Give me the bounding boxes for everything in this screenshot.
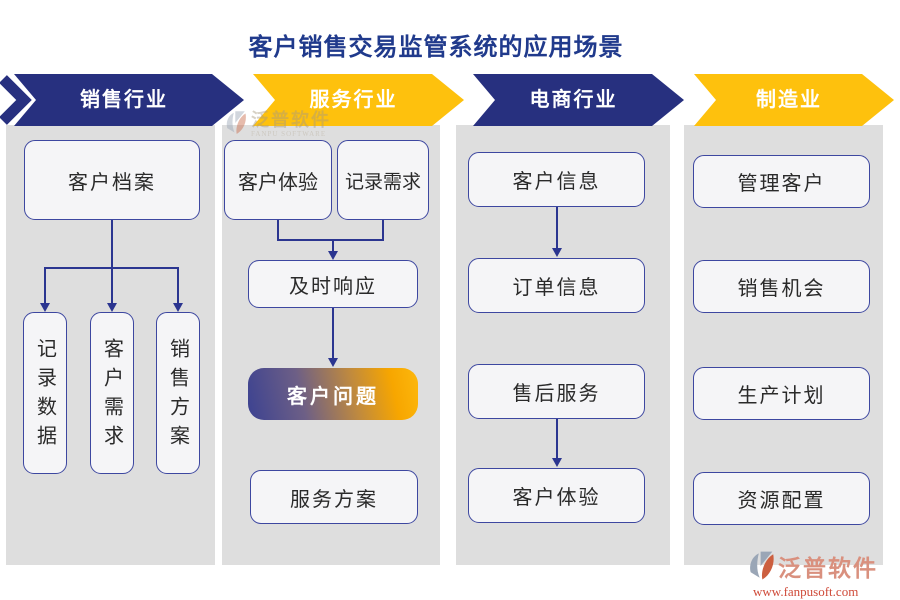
banner-label-manufacturing: 制造业 bbox=[756, 89, 822, 111]
banner-arrows bbox=[0, 74, 894, 126]
node-order-info: 订单信息 bbox=[468, 258, 645, 313]
banner-sales-shape bbox=[14, 74, 244, 126]
banner-ecommerce-shape bbox=[473, 74, 684, 126]
node-customer-problem: 客户问题 bbox=[248, 368, 418, 420]
banner-label-ecommerce: 电商行业 bbox=[529, 89, 618, 111]
page-title: 客户销售交易监管系统的应用场景 bbox=[248, 35, 624, 61]
node-customer-file: 客户档案 bbox=[24, 140, 200, 220]
fanpu-logo-url: www.fanpusoft.com bbox=[753, 584, 859, 599]
fanpu-logo: 泛普软件 www.fanpusoft.com bbox=[748, 549, 878, 600]
node-production-plan: 生产计划 bbox=[693, 367, 870, 420]
node-after-sale-service: 售后服务 bbox=[468, 364, 645, 419]
node-timely-response: 及时响应 bbox=[248, 260, 418, 308]
node-resource-allocation: 资源配置 bbox=[693, 472, 870, 525]
fanpu-logo-name: 泛普软件 bbox=[778, 556, 878, 581]
node-service-plan: 服务方案 bbox=[250, 470, 418, 524]
banner-manufacturing-shape bbox=[694, 74, 894, 126]
banner-label-service: 服务行业 bbox=[309, 89, 398, 111]
banner-service-shape bbox=[253, 74, 464, 126]
node-sales-opportunity: 销售机会 bbox=[693, 260, 870, 313]
node-customer-info: 客户信息 bbox=[468, 152, 645, 207]
node-manage-customer: 管理客户 bbox=[693, 155, 870, 208]
banner-label-sales: 销售行业 bbox=[80, 89, 168, 111]
node-customer-demand: 客户需求 bbox=[90, 312, 134, 474]
node-sales-plan: 销售方案 bbox=[156, 312, 200, 474]
fanpu-logo-icon bbox=[750, 551, 774, 580]
node-customer-experience-ecommerce: 客户体验 bbox=[468, 468, 645, 523]
node-customer-experience-service: 客户体验 bbox=[224, 140, 332, 220]
banner-sales-tail-chevron bbox=[0, 75, 32, 125]
node-record-data: 记录数据 bbox=[23, 312, 67, 474]
node-record-demand: 记录需求 bbox=[337, 140, 429, 220]
